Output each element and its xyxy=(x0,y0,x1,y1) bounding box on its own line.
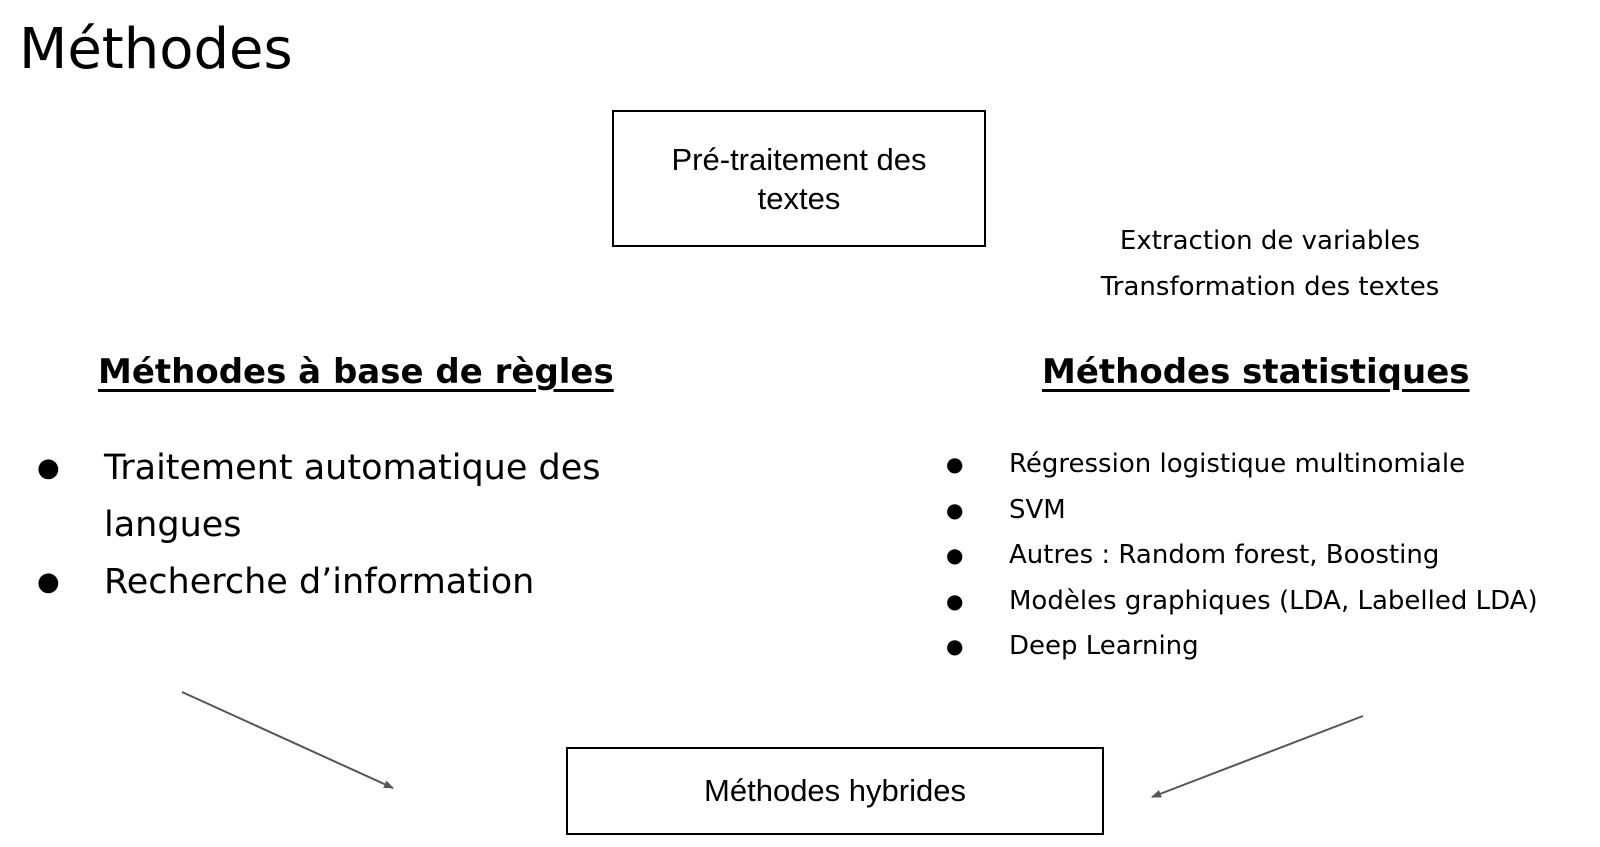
rule-based-list: Traitement automatique des langues Reche… xyxy=(37,440,637,611)
hybrid-box-label: Méthodes hybrides xyxy=(704,773,966,808)
list-item-others: Autres : Random forest, Boosting xyxy=(946,533,1596,579)
statistical-heading: Méthodes statistiques xyxy=(1042,352,1470,392)
list-item-information-retrieval: Recherche d’information xyxy=(37,554,637,611)
preprocessing-box-label: Pré-traitement des textes xyxy=(671,141,927,216)
preprocessing-notes: Extraction de variables Transformation d… xyxy=(1060,218,1480,310)
list-item-logistic-regression: Régression logistique multinomiale xyxy=(946,442,1596,488)
note-text-transformation: Transformation des textes xyxy=(1100,272,1440,302)
note-feature-extraction: Extraction de variables xyxy=(1119,226,1421,256)
slide-title: Méthodes xyxy=(19,17,293,82)
list-item-svm: SVM xyxy=(946,488,1596,534)
rule-based-heading: Méthodes à base de règles xyxy=(98,352,614,392)
hybrid-box: Méthodes hybrides xyxy=(566,747,1104,835)
statistical-list: Régression logistique multinomiale SVM A… xyxy=(946,442,1596,670)
preprocessing-box: Pré-traitement des textes xyxy=(612,110,986,247)
list-item-deep-learning: Deep Learning xyxy=(946,624,1596,670)
list-item-graphical-models: Modèles graphiques (LDA, Labelled LDA) xyxy=(946,579,1596,625)
arrow-rules-to-hybrid xyxy=(181,691,394,789)
arrow-statistics-to-hybrid xyxy=(1151,715,1364,798)
list-item-nlp: Traitement automatique des langues xyxy=(37,440,637,554)
